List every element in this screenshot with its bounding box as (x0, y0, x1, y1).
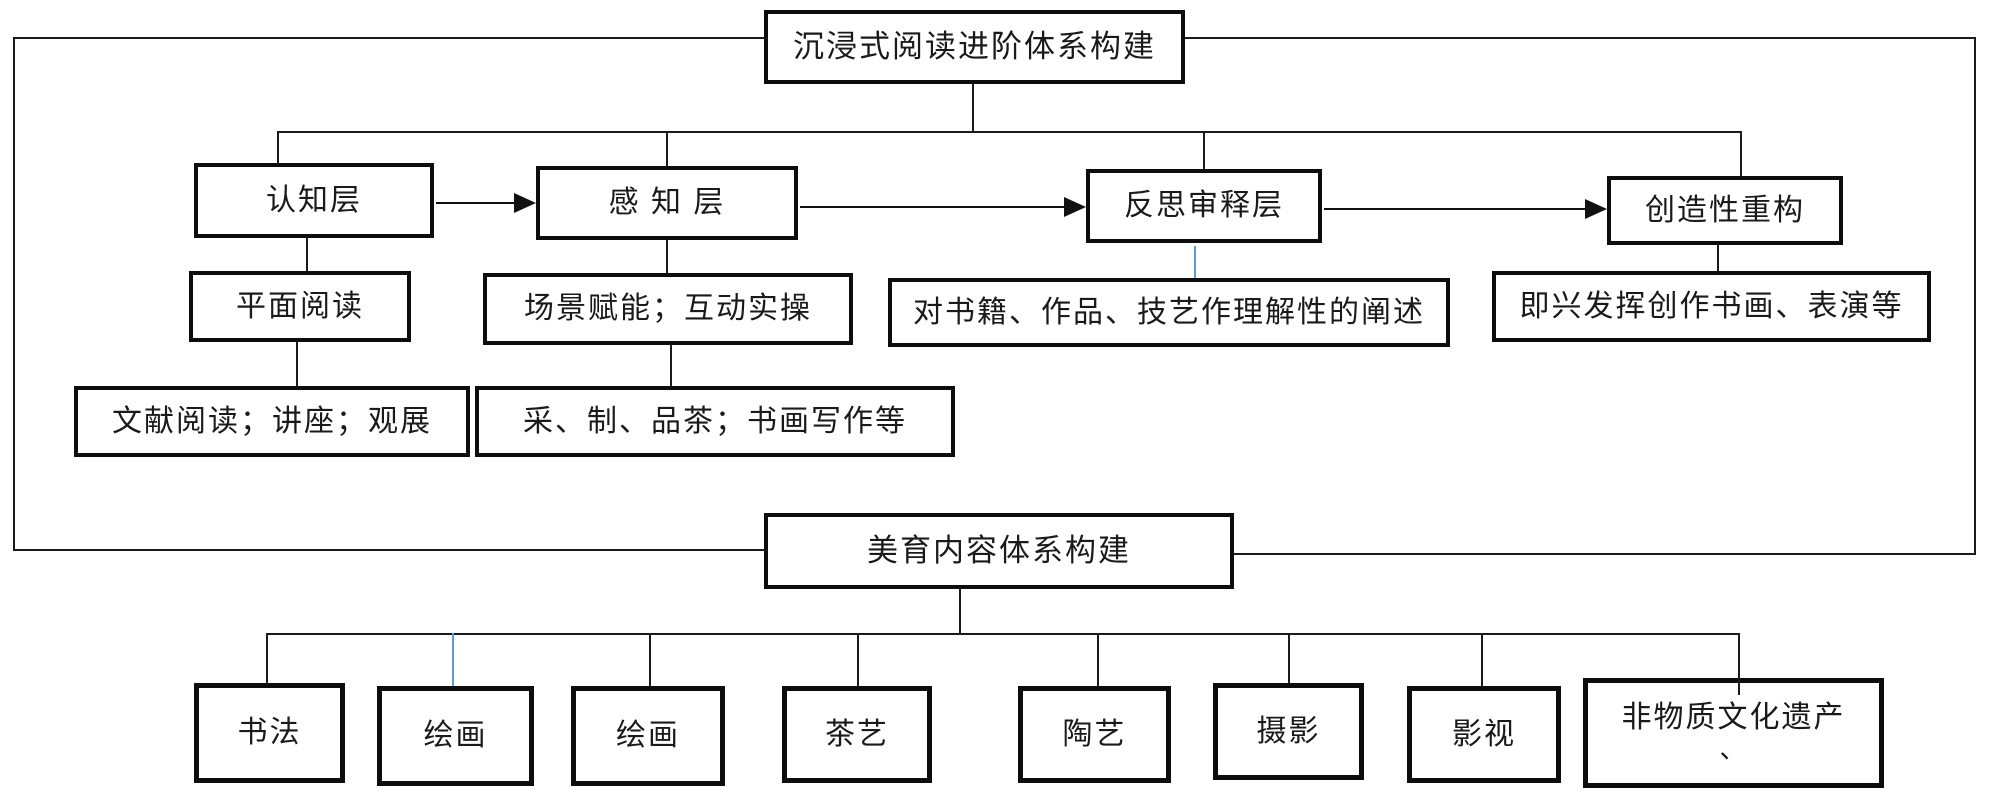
connector-drop-photography (1288, 633, 1290, 685)
node-perception-layer: 感 知 层 (536, 166, 798, 240)
connector-reflection-interpret-blue (1194, 246, 1196, 279)
node-cognition-layer: 认知层 (194, 163, 434, 238)
node-reflection-layer: 反思审释层 (1086, 169, 1322, 243)
connector-drop-painting2 (649, 633, 651, 688)
connector-drop-pottery (1097, 633, 1099, 688)
connector-topbox-feed (972, 84, 974, 133)
connector-drop-tea-art (857, 633, 859, 688)
connector-drop-heritage (1738, 633, 1740, 695)
node-literature-activities: 文献阅读；讲座；观展 (74, 386, 470, 457)
node-category-film: 影视 (1407, 686, 1561, 783)
connector-drop-painting1-blue (452, 633, 454, 688)
connector-drop-film (1481, 633, 1483, 688)
heritage-label-line2: 、 (1719, 734, 1748, 765)
connector-perception-scene (666, 240, 668, 275)
connector-drop-reflection (1203, 131, 1205, 171)
node-creative-layer: 创造性重构 (1607, 176, 1843, 245)
node-reading-system-title: 沉浸式阅读进阶体系构建 (764, 10, 1185, 84)
connector-drop-cognition (277, 131, 279, 165)
connector-layer-distribution (277, 131, 1742, 133)
node-category-photography: 摄影 (1213, 683, 1364, 780)
connector-drop-creative (1740, 131, 1742, 178)
arrow-perception-to-reflection (800, 197, 1086, 217)
arrow-cognition-to-perception (436, 193, 536, 213)
connector-left-rail-vertical (13, 37, 15, 551)
connector-category-distribution (266, 633, 1740, 635)
node-scene-empower: 场景赋能；互动实操 (483, 273, 853, 345)
arrow-reflection-to-creative (1324, 199, 1607, 219)
node-category-painting-1: 绘画 (377, 686, 534, 786)
connector-scene-teapractice (670, 345, 672, 388)
connector-aesthetic-feed (959, 589, 961, 635)
node-category-calligraphy: 书法 (194, 683, 345, 783)
connector-right-rail-vertical (1974, 37, 1976, 555)
node-category-painting-2: 绘画 (571, 686, 725, 786)
node-improvisation: 即兴发挥创作书画、表演等 (1492, 271, 1931, 342)
connector-top-right-horizontal (1185, 37, 1975, 39)
connector-right-rail-bottom (1234, 553, 1976, 555)
node-aesthetic-system-title: 美育内容体系构建 (764, 513, 1234, 589)
node-category-pottery: 陶艺 (1018, 686, 1171, 783)
node-category-tea-art: 茶艺 (782, 686, 932, 783)
connector-creative-improv (1717, 245, 1719, 273)
connector-cognition-flatreading (306, 238, 308, 273)
node-category-heritage: 非物质文化遗产 、 (1583, 678, 1884, 788)
node-interpretation: 对书籍、作品、技艺作理解性的阐述 (888, 278, 1450, 347)
connector-top-left-horizontal (13, 37, 764, 39)
connector-drop-perception (666, 131, 668, 168)
connector-flatreading-literature (296, 342, 298, 388)
heritage-label-line1: 非物质文化遗产 (1621, 700, 1846, 734)
node-flat-reading: 平面阅读 (189, 271, 411, 342)
connector-drop-calligraphy (266, 633, 268, 685)
connector-left-rail-bottom (13, 549, 764, 551)
node-tea-writing-activities: 采、制、品茶；书画写作等 (475, 386, 955, 457)
